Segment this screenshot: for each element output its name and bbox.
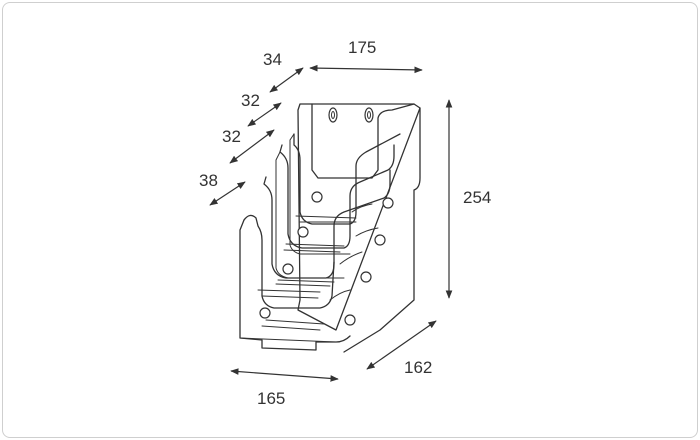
dim-line-38 [209,181,246,206]
dim-label-step-2: 32 [241,91,260,110]
front-panel [243,214,335,309]
front-left-edge [239,219,351,351]
base-line [239,337,337,343]
tier-3-front [279,144,395,249]
dim-label-step-4: 38 [199,171,218,190]
front-tier-lines [257,215,357,331]
back-panel-inner [311,103,415,179]
mount-hole-right [364,107,374,123]
rivet [344,314,356,326]
dim-label-step-3: 32 [222,127,241,146]
rivet [360,271,372,283]
dimension-lines [209,64,453,382]
mount-hole-left [328,107,338,123]
dim-line-175 [309,64,423,74]
dim-line-162 [366,320,437,370]
dimension-labels: 34 175 32 32 38 254 162 165 [199,38,491,408]
back-right-edge [343,107,421,353]
holder-drawing [239,103,421,353]
dim-label-depth-top: 34 [263,50,282,69]
dim-label-height: 254 [463,188,491,207]
back-curves [329,203,379,301]
tier-4-front [263,169,391,279]
rivet [282,263,294,275]
dim-line-34 [269,67,304,93]
dim-line-32a [247,102,282,127]
dim-line-165 [230,368,339,382]
dim-line-32b [229,129,275,164]
rivet [259,307,271,319]
dim-label-width-top: 175 [348,38,376,57]
rivet [382,197,394,209]
tier-2-front [293,133,401,225]
dim-label-depth-base: 162 [404,358,432,377]
dim-label-width-base: 165 [257,389,285,408]
rivet [374,234,386,246]
back-panel [297,103,421,331]
rivet [311,191,323,203]
rivet [297,226,309,238]
